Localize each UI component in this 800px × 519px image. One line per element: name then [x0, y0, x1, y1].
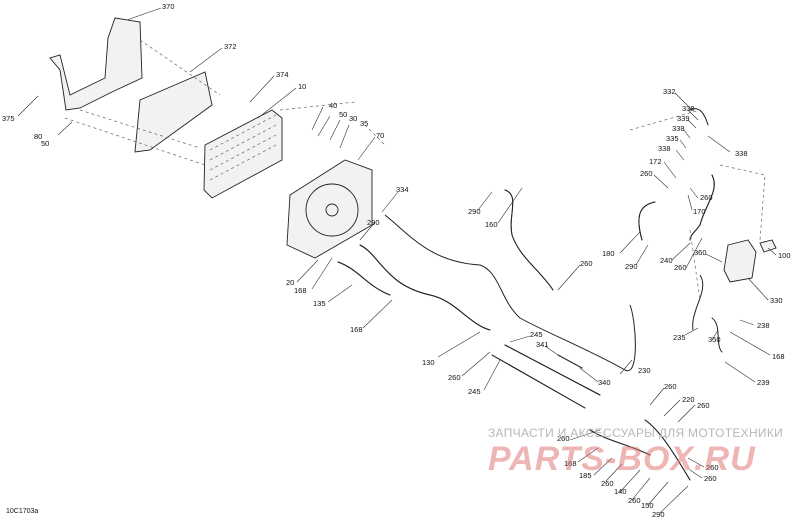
callout-374: 374: [276, 70, 289, 79]
callout-290: 290: [652, 510, 665, 519]
callout-290: 290: [367, 218, 380, 227]
part-10-radiator: [203, 109, 283, 199]
fan-icon: [305, 183, 359, 237]
callout-260: 260: [601, 479, 614, 488]
part-180-hose: [638, 201, 656, 241]
part-330-reservoir: [723, 239, 757, 283]
callout-245: 245: [530, 330, 543, 339]
callout-260: 260: [628, 496, 641, 505]
part-370-bracket: [49, 17, 143, 111]
callout-260: 260: [557, 434, 570, 443]
callout-350: 350: [708, 335, 721, 344]
callout-230: 230: [638, 366, 651, 375]
watermark-logo: PARTS-BOX.RU: [488, 440, 756, 478]
part-334-line: [384, 214, 636, 372]
callout-338: 338: [682, 104, 695, 113]
callout-339: 339: [677, 114, 690, 123]
callout-150: 150: [641, 501, 654, 510]
callout-20: 20: [286, 278, 294, 287]
callout-360: 360: [694, 248, 707, 257]
callout-260: 260: [704, 474, 717, 483]
callout-168: 168: [564, 459, 577, 468]
callout-245: 245: [468, 387, 481, 396]
callout-168: 168: [294, 286, 307, 295]
callout-100: 100: [778, 251, 791, 260]
part-235-hose: [692, 274, 704, 331]
callout-80: 80: [34, 132, 42, 141]
callout-70: 70: [376, 131, 384, 140]
callout-135: 135: [313, 299, 326, 308]
callout-338: 338: [658, 144, 671, 153]
leader-lines: [17, 7, 777, 514]
callout-180: 180: [602, 249, 615, 258]
callout-130: 130: [422, 358, 435, 367]
callout-335: 335: [666, 134, 679, 143]
callout-260: 260: [674, 263, 687, 272]
callout-260: 260: [580, 259, 593, 268]
callout-338: 338: [672, 124, 685, 133]
callout-290: 290: [468, 207, 481, 216]
part-372-deflector: [134, 71, 213, 153]
callout-168: 168: [350, 325, 363, 334]
callout-334: 334: [396, 185, 409, 194]
callout-340: 340: [598, 378, 611, 387]
callout-220: 220: [682, 395, 695, 404]
callout-160: 160: [485, 220, 498, 229]
callout-260: 260: [664, 382, 677, 391]
callout-370: 370: [162, 2, 175, 11]
part-341-tube: [557, 354, 583, 369]
part-130-hose: [359, 244, 491, 331]
callout-40: 40: [329, 101, 337, 110]
callout-332: 332: [663, 87, 676, 96]
callout-50: 50: [339, 110, 347, 119]
part-70-fan-shroud: [286, 159, 373, 259]
callout-338: 338: [735, 149, 748, 158]
callout-50: 50: [41, 139, 49, 148]
watermark-tagline: ЗАПЧАСТИ И АКСЕССУАРЫ ДЛЯ МОТОТЕХНИКИ: [488, 426, 784, 440]
part-100-cap: [759, 239, 777, 253]
callout-290: 290: [625, 262, 638, 271]
callout-235: 235: [673, 333, 686, 342]
callout-260: 260: [697, 401, 710, 410]
callout-10: 10: [298, 82, 306, 91]
callout-240: 240: [660, 256, 673, 265]
callout-341: 341: [536, 340, 549, 349]
callout-330: 330: [770, 296, 783, 305]
callout-238: 238: [757, 321, 770, 330]
callout-185: 185: [579, 471, 592, 480]
callout-372: 372: [224, 42, 237, 51]
callout-35: 35: [360, 119, 368, 128]
callout-239: 239: [757, 378, 770, 387]
callout-260: 260: [706, 463, 719, 472]
drawing-code: 10C1703a: [6, 508, 39, 515]
callout-260: 260: [640, 169, 653, 178]
part-350-hose: [711, 317, 723, 353]
callout-170: 170: [693, 207, 706, 216]
callout-140: 140: [614, 487, 627, 496]
callout-172: 172: [649, 157, 662, 166]
part-332-hose: [689, 108, 709, 126]
callout-30: 30: [349, 114, 357, 123]
callout-260: 260: [700, 193, 713, 202]
assembly-guide-lines: [64, 39, 766, 301]
callout-375: 375: [2, 114, 15, 123]
callout-260: 260: [448, 373, 461, 382]
callout-168: 168: [772, 352, 785, 361]
